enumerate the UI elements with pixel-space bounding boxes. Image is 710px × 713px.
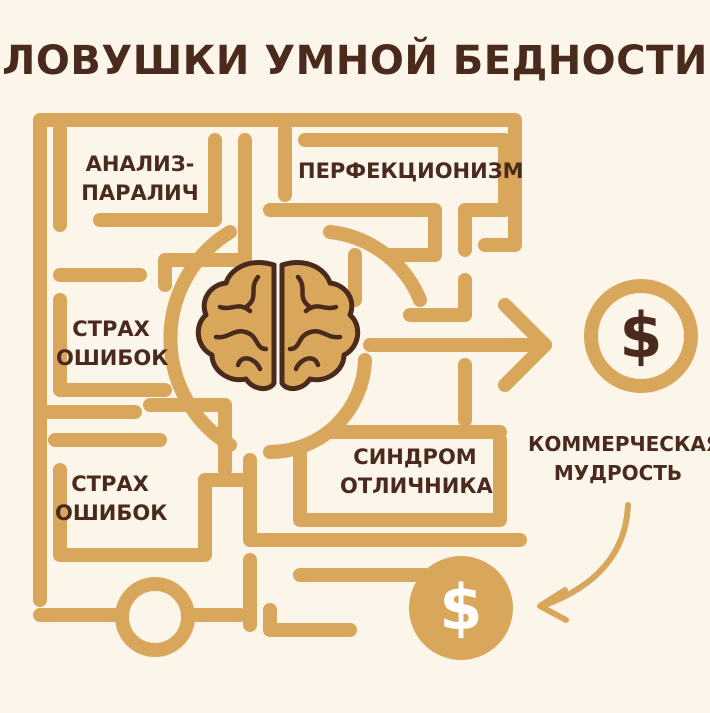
- maze-wall: [293, 433, 507, 527]
- trap-label-line: ПЕРФЕКЦИОНИЗМ: [298, 159, 524, 183]
- maze-wall: [93, 133, 222, 227]
- trap-label-perfectionism: ПЕРФЕКЦИОНИЗМ: [298, 157, 524, 186]
- maze-center-ring: [163, 225, 237, 452]
- outcome-label-commercial-wisdom: КОММЕРЧЕСКАЯ МУДРОСТЬ: [528, 430, 710, 488]
- key-icon: [115, 577, 195, 657]
- trap-label-fear-of-mistakes: СТРАХ ОШИБОК: [56, 315, 169, 373]
- maze-wall: [53, 463, 212, 562]
- maze-outer-wall: [33, 113, 522, 607]
- arrow-icon: [498, 298, 552, 392]
- maze-wall: [263, 603, 357, 637]
- trap-label-line: ПАРАЛИЧ: [81, 181, 199, 205]
- trap-label-line: СТРАХ: [71, 472, 149, 496]
- trap-label-line: АНАЛИЗ-: [85, 152, 195, 176]
- maze-center-ring: [323, 225, 427, 307]
- trap-label-analysis-paralysis: АНАЛИЗ- ПАРАЛИЧ: [70, 150, 210, 208]
- dollar-symbol: $: [619, 299, 663, 372]
- page-title: ЛОВУШКИ УМНОЙ БЕДНОСТИ: [2, 38, 708, 84]
- maze-wall: [243, 453, 277, 547]
- brain-icon: [195, 260, 361, 391]
- maze-wall: [263, 203, 442, 262]
- trap-label-line: СИНДРОМ: [353, 445, 477, 469]
- arrow-icon: [537, 502, 631, 623]
- trap-label-excellent-student-syndrome: СИНДРОМ ОТЛИЧНИКА: [340, 443, 493, 501]
- maze-wall: [143, 398, 232, 477]
- dollar-coin-icon: [409, 556, 513, 660]
- trap-label-line: ОШИБОК: [56, 346, 169, 370]
- trap-label-line: ОТЛИЧНИКА: [340, 474, 493, 498]
- outcome-label-line: КОММЕРЧЕСКАЯ: [528, 432, 710, 456]
- maze-wall: [403, 273, 472, 322]
- dollar-coin-icon: [584, 279, 698, 393]
- maze-wall: [53, 293, 172, 397]
- maze-wall: [298, 133, 512, 257]
- trap-label-fear-of-mistakes: СТРАХ ОШИБОК: [55, 470, 168, 528]
- outcome-label-line: МУДРОСТЬ: [553, 461, 683, 485]
- dollar-symbol: $: [439, 571, 483, 644]
- trap-label-line: ОШИБОК: [55, 501, 168, 525]
- trap-label-line: СТРАХ: [72, 317, 150, 341]
